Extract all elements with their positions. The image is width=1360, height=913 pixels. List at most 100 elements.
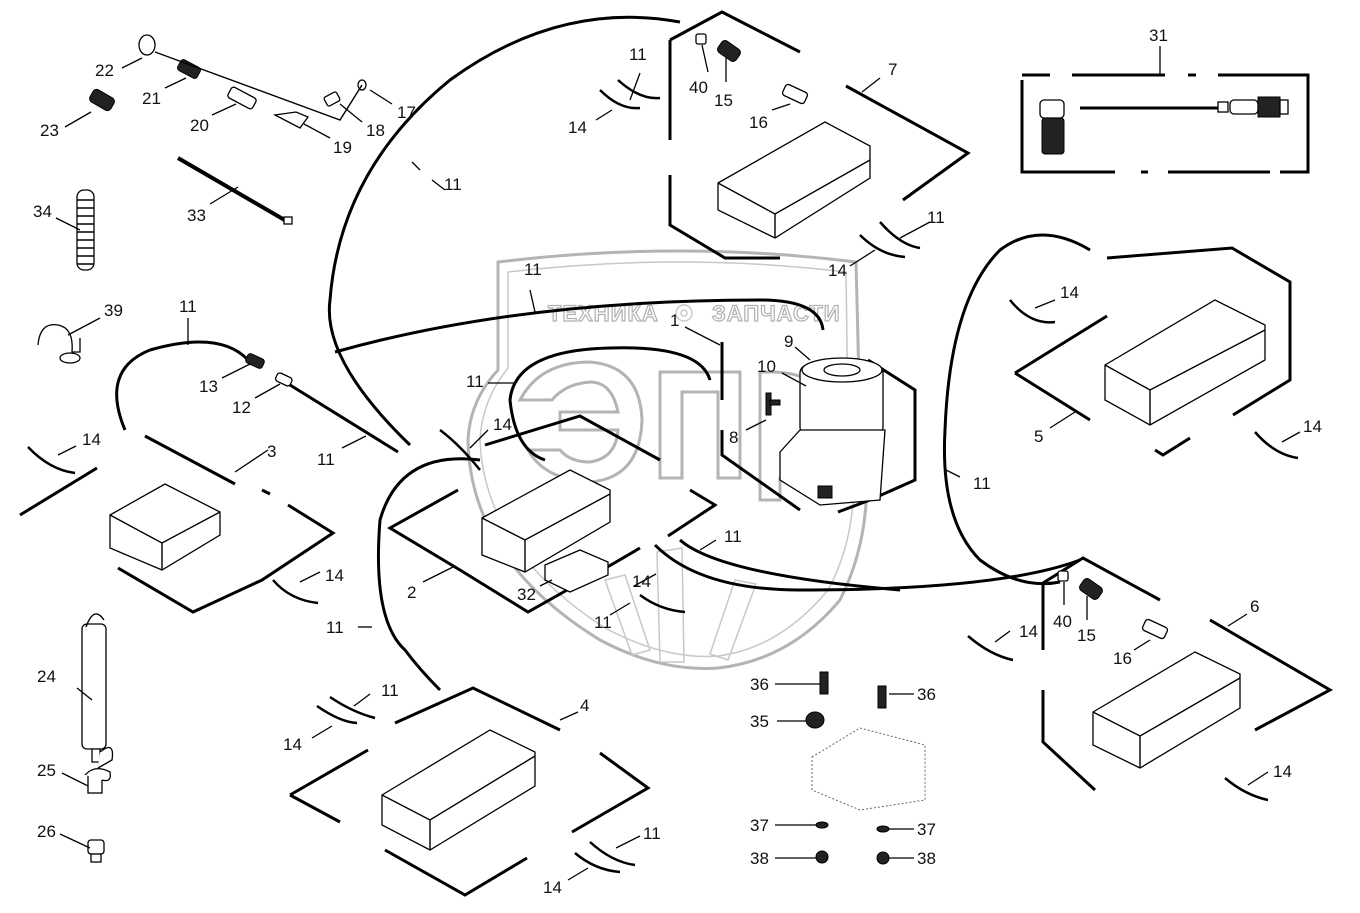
callout-16-top: 16 bbox=[749, 113, 768, 132]
elbow-19 bbox=[272, 111, 310, 129]
distributor-block-5 bbox=[1104, 299, 1266, 426]
callout-23: 23 bbox=[40, 121, 59, 140]
callout-37-right: 37 bbox=[917, 820, 936, 839]
callout-11-b: 11 bbox=[317, 450, 335, 469]
outline-block7-left bbox=[668, 40, 780, 260]
distributor-block-3 bbox=[109, 483, 221, 571]
clamp-35 bbox=[805, 711, 825, 729]
fitting-40-right bbox=[1057, 570, 1069, 582]
callout-25: 25 bbox=[37, 761, 56, 780]
callout-18: 18 bbox=[366, 121, 385, 140]
callout-31: 31 bbox=[1149, 26, 1168, 45]
distributor-block-4 bbox=[381, 729, 536, 851]
fitting-21 bbox=[177, 59, 201, 79]
callout-11-k: 11 bbox=[927, 208, 945, 227]
callout-5: 5 bbox=[1034, 427, 1043, 446]
callout-8: 8 bbox=[729, 428, 738, 447]
washer-37-right bbox=[876, 825, 890, 833]
fitting-40-top bbox=[695, 33, 707, 45]
callout-26: 26 bbox=[37, 822, 56, 841]
mounting-block-dotted bbox=[811, 727, 926, 811]
callout-24: 24 bbox=[37, 667, 56, 686]
callout-14-g: 14 bbox=[1060, 283, 1079, 302]
region-outlines bbox=[19, 10, 1334, 897]
callout-14-b: 14 bbox=[325, 566, 344, 585]
callout-11-f: 11 bbox=[326, 618, 344, 637]
clamp-39 bbox=[37, 324, 81, 364]
nipple-26 bbox=[87, 839, 105, 863]
callout-3: 3 bbox=[267, 442, 276, 461]
callout-32: 32 bbox=[517, 585, 536, 604]
pump-unit bbox=[779, 357, 886, 506]
callout-38-right: 38 bbox=[917, 849, 936, 868]
callout-40-top: 40 bbox=[689, 78, 708, 97]
tee-fitting-8 bbox=[765, 392, 781, 416]
callout-13: 13 bbox=[199, 377, 218, 396]
nipple-23 bbox=[89, 88, 115, 112]
fitting-chain-line bbox=[154, 51, 363, 121]
sensor-cable-31 bbox=[1039, 96, 1289, 155]
coupler-16-top bbox=[781, 83, 809, 105]
callout-16-right: 16 bbox=[1113, 649, 1132, 668]
spiral-hose-34 bbox=[76, 189, 95, 271]
outline-block7-right bbox=[845, 84, 971, 202]
callout-2: 2 bbox=[407, 583, 416, 602]
callout-6: 6 bbox=[1250, 597, 1259, 616]
callout-11-e: 11 bbox=[724, 527, 742, 546]
callout-14-e: 14 bbox=[568, 118, 587, 137]
callout-38-left: 38 bbox=[750, 849, 769, 868]
callout-39: 39 bbox=[104, 301, 123, 320]
outline-block7-top bbox=[669, 10, 801, 54]
callout-34: 34 bbox=[33, 202, 52, 221]
fitting-22 bbox=[138, 34, 156, 56]
callout-19: 19 bbox=[333, 138, 352, 157]
nut-38-right bbox=[876, 851, 890, 865]
callout-15-top: 15 bbox=[714, 91, 733, 110]
distributor-block-6 bbox=[1092, 651, 1241, 769]
callout-21: 21 bbox=[142, 89, 161, 108]
callout-36-left: 36 bbox=[750, 675, 769, 694]
callout-14-d: 14 bbox=[632, 572, 651, 591]
coupler-16-right bbox=[1141, 618, 1169, 640]
callout-14-i: 14 bbox=[1019, 622, 1038, 641]
callout-33: 33 bbox=[187, 206, 206, 225]
callout-20: 20 bbox=[190, 116, 209, 135]
tubes bbox=[115, 15, 1091, 692]
callout-labels: 22 21 20 19 18 17 23 33 34 39 11 13 12 1… bbox=[33, 26, 1322, 897]
callout-14-f: 14 bbox=[828, 261, 847, 280]
watermark-gear-icon bbox=[675, 304, 693, 322]
callout-11-l: 11 bbox=[381, 681, 399, 700]
screw-36-right bbox=[877, 685, 887, 709]
callout-14-k: 14 bbox=[283, 735, 302, 754]
callout-11-h: 11 bbox=[973, 474, 991, 493]
watermark-wheat bbox=[604, 547, 758, 663]
break-marks bbox=[27, 79, 1299, 874]
watermark-text-right: ЗАПЧАСТИ bbox=[712, 301, 841, 326]
fitting-20 bbox=[227, 86, 257, 110]
screw-36-left bbox=[819, 671, 829, 695]
grease-gun-24 bbox=[81, 613, 114, 769]
callout-11-c: 11 bbox=[466, 372, 484, 391]
callout-7: 7 bbox=[888, 60, 897, 79]
coupler-25 bbox=[84, 768, 111, 794]
callout-37-left: 37 bbox=[750, 816, 769, 835]
callout-12: 12 bbox=[232, 398, 251, 417]
callout-17: 17 bbox=[397, 103, 416, 122]
callout-11-i: 11 bbox=[444, 175, 462, 194]
callout-22: 22 bbox=[95, 61, 114, 80]
callout-40-right: 40 bbox=[1053, 612, 1072, 631]
callout-14-l: 14 bbox=[543, 878, 562, 897]
callout-11-d: 11 bbox=[594, 613, 612, 632]
callout-11-m: 11 bbox=[643, 824, 661, 843]
callout-1: 1 bbox=[670, 311, 679, 330]
fitting-18 bbox=[323, 91, 341, 107]
callout-4: 4 bbox=[580, 696, 589, 715]
nut-38-left bbox=[815, 850, 829, 864]
callout-35: 35 bbox=[750, 712, 769, 731]
distributor-block-2 bbox=[481, 469, 611, 573]
callout-15-right: 15 bbox=[1077, 626, 1096, 645]
washer-37-left bbox=[815, 821, 829, 829]
distributor-block-7 bbox=[717, 121, 871, 239]
callout-14-h: 14 bbox=[1303, 417, 1322, 436]
